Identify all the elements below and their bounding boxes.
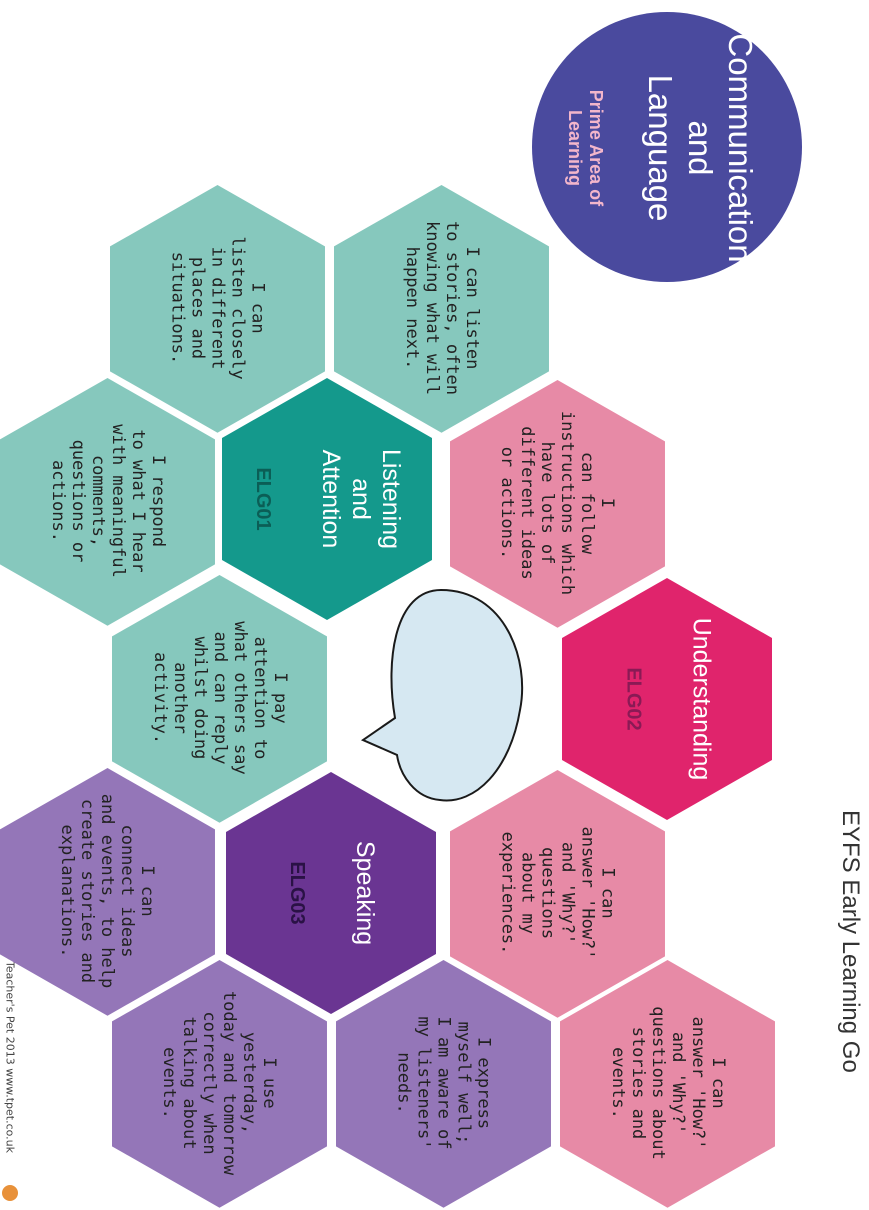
goal-respond: I respond to what I hear with meaningful… xyxy=(0,378,215,626)
circle-subtitle: Prime Area of Learning xyxy=(565,89,606,207)
goal-connect-ideas: I can connect ideas and events, to help … xyxy=(0,768,215,1016)
goal-text: I can connect ideas and events, to help … xyxy=(57,793,158,988)
category-speaking: Speaking ELG03 xyxy=(226,772,436,1014)
understanding-title: Understanding xyxy=(687,617,715,781)
understanding-code: ELG02 xyxy=(622,667,644,731)
goal-answer-experiences: I can answer 'How?' and 'Why?' questions… xyxy=(450,770,665,1018)
goal-text: I pay attention to what others say and c… xyxy=(149,620,290,775)
goal-listen-closely: I can listen closely in different places… xyxy=(110,185,325,433)
listening-code: ELG01 xyxy=(251,467,274,531)
page-title: EYFS Early Learning Go xyxy=(837,810,864,1073)
speaking-code: ELG03 xyxy=(286,861,308,925)
communication-language-circle xyxy=(532,12,802,282)
goal-follow-instructions: I can follow instructions which have lot… xyxy=(450,380,665,628)
goal-text: I respond to what I hear with meaningful… xyxy=(47,423,168,578)
speaking-title: Speaking xyxy=(351,840,379,946)
goal-listen-stories: I can listen to stories, often knowing w… xyxy=(334,185,549,433)
goal-answer-stories: I can answer 'How?' and 'Why?' questions… xyxy=(560,960,775,1208)
listening-title: Listening and Attention xyxy=(316,448,405,550)
goal-text: I can listen closely in different places… xyxy=(167,235,268,380)
category-listening-attention: Listening and Attention ELG01 xyxy=(222,378,432,620)
goal-use-yesterday: I use yesterday, today and tomorrow corr… xyxy=(112,960,327,1208)
teachers-pet-logo-icon xyxy=(2,1185,18,1201)
goal-text: I can listen to stories, often knowing w… xyxy=(401,220,482,395)
goal-text: I can answer 'How?' and 'Why?' questions… xyxy=(497,825,618,960)
goal-text: I express myself well; I am aware of my … xyxy=(393,1015,494,1150)
goal-pay-attention: I pay attention to what others say and c… xyxy=(112,575,327,823)
goal-text: I use yesterday, today and tomorrow corr… xyxy=(159,990,280,1175)
category-understanding: Understanding ELG02 xyxy=(562,578,772,820)
circle-title: Communication and Language xyxy=(642,33,759,263)
goal-text: I can follow instructions which have lot… xyxy=(497,410,618,595)
goal-text: I can answer 'How?' and 'Why?' questions… xyxy=(607,1005,728,1160)
goal-express: I express myself well; I am aware of my … xyxy=(336,960,551,1208)
speech-bubble xyxy=(360,588,524,802)
